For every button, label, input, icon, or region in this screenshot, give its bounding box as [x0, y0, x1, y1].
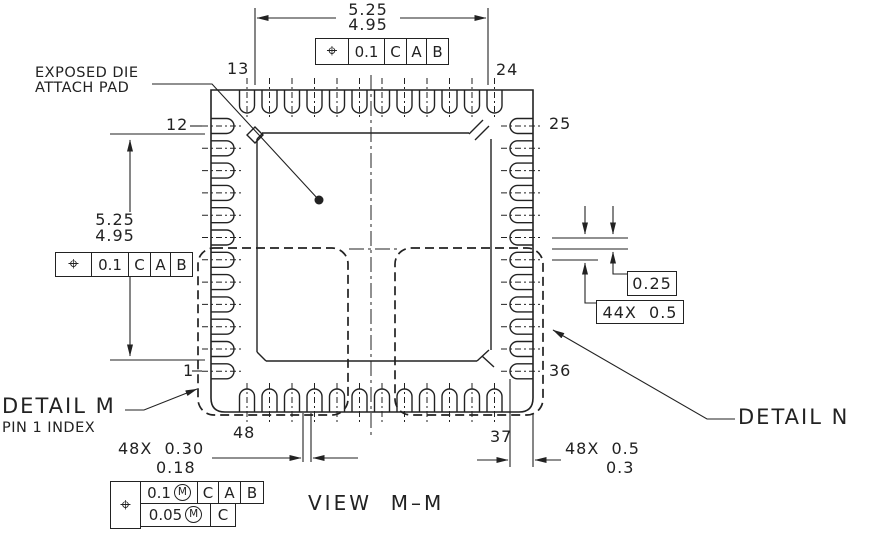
- fcf-top-tolerance: 0.1: [347, 38, 386, 65]
- fcf-bottom-row1-datum-c: C: [197, 481, 219, 504]
- terminal-edge-dim-box: 0.25: [627, 271, 677, 296]
- mmc-modifier-icon: M: [185, 506, 203, 524]
- top-dim-max: 5.25: [336, 1, 400, 19]
- leader-lines: [125, 125, 735, 420]
- fcf-top-datum-b: B: [426, 38, 449, 65]
- exposed-die-label-line2: ATTACH PAD: [35, 80, 130, 96]
- exposed-die-label-line1: EXPOSED DIE: [35, 65, 139, 81]
- terminal-length-dim: 48X 0.5: [565, 439, 640, 458]
- detail-m-leader: [125, 388, 198, 411]
- mmc-modifier-icon: M: [173, 484, 191, 501]
- top-dimension-lines: [254, 8, 489, 85]
- package-outline: [210, 89, 534, 413]
- pin1-index-label: PIN 1 INDEX: [2, 420, 96, 436]
- right-dimension-lines: [552, 206, 628, 304]
- fcf-top-datum-c: C: [384, 38, 407, 65]
- terminal-width-min: 0.18: [156, 458, 196, 477]
- top-dim-min: 4.95: [336, 16, 400, 34]
- position-symbol: ⌖: [68, 253, 79, 275]
- fcf-top: ⌖ 0.1 C A B: [315, 38, 449, 65]
- pin-label-12: 12: [166, 115, 189, 134]
- terminal-width-dim: 48X 0.30: [118, 439, 205, 458]
- fcf-left: ⌖ 0.1 C A B: [55, 252, 193, 277]
- pad-corner-diamond: [246, 126, 264, 144]
- pin-label-13: 13: [227, 59, 250, 78]
- pad-corner-break-br: [476, 349, 495, 368]
- left-dim-max: 5.25: [84, 211, 146, 229]
- detail-m-boundary: [197, 247, 349, 416]
- fcf-bottom-row2-datum-c: C: [210, 502, 236, 527]
- bottom-left-dimension-lines: [212, 413, 358, 462]
- fcf-left-tolerance: 0.1: [90, 252, 130, 277]
- fcf-bottom-row1-datum-a: A: [217, 481, 242, 504]
- exposed-pad-outline: [246, 119, 495, 368]
- terminals: [202, 78, 542, 424]
- fcf-left-datum-a: A: [149, 252, 172, 277]
- position-symbol: ⌖: [326, 40, 338, 62]
- detail-n-leader: [552, 329, 735, 420]
- fcf-bottom-row2-tol: 0.05: [148, 505, 183, 524]
- pin-label-25: 25: [549, 114, 572, 133]
- detail-n-label: DETAIL N: [738, 405, 850, 429]
- pin-label-24: 24: [496, 60, 519, 79]
- position-symbol: ⌖: [120, 493, 131, 516]
- fcf-bottom-row1-tol: 0.1: [147, 483, 171, 502]
- fcf-left-datum-b: B: [170, 252, 193, 277]
- pin-label-48: 48: [233, 423, 256, 442]
- pad-corner-break-tr: [468, 119, 490, 141]
- pin-label-1: 1: [183, 361, 195, 380]
- bottom-right-dimension-lines: [477, 379, 561, 467]
- fcf-left-datum-c: C: [128, 252, 151, 277]
- pin-label-36: 36: [549, 361, 572, 380]
- pitch-dim-box: 44X 0.5: [596, 300, 684, 324]
- fcf-top-datum-a: A: [405, 38, 428, 65]
- left-dim-min: 4.95: [84, 227, 146, 245]
- pin-label-37: 37: [490, 427, 513, 446]
- terminal-length-min: 0.3: [606, 458, 635, 477]
- exposed-pad-leader: [152, 83, 324, 205]
- left-dimension-lines: [110, 133, 205, 361]
- view-title: VIEW M–M: [308, 491, 445, 515]
- detail-n-boundary: [394, 247, 544, 416]
- centerlines: [349, 75, 398, 438]
- detail-boundaries: [197, 247, 544, 416]
- fcf-bottom-row1-datum-b: B: [240, 481, 264, 504]
- detail-m-label: DETAIL M: [2, 394, 116, 418]
